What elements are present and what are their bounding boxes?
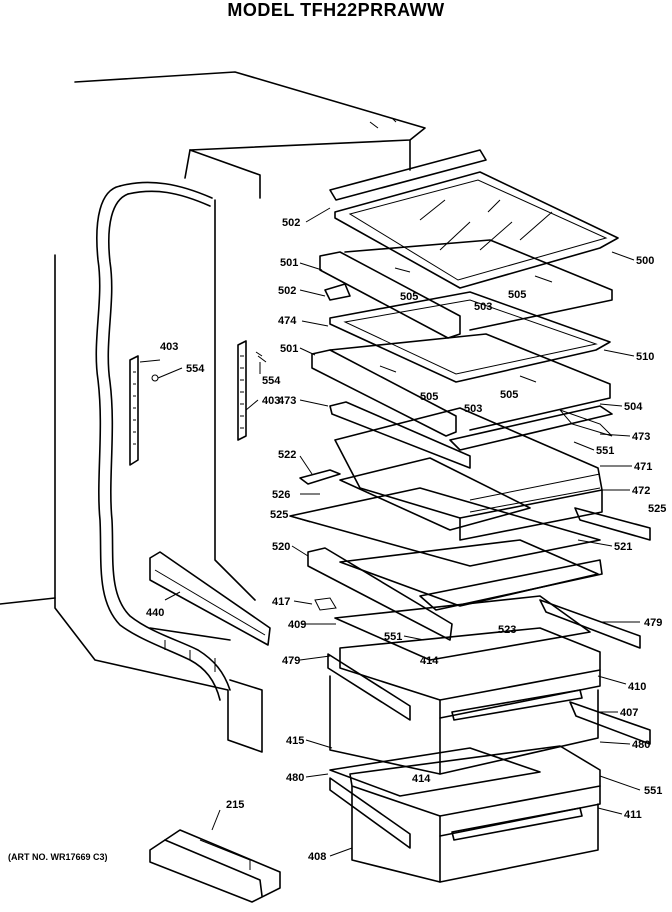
callout-504: 504 [624, 401, 643, 413]
callout-505: 505 [420, 391, 438, 403]
cabinet-liner [0, 71, 426, 753]
callout-503: 503 [464, 403, 482, 415]
callout-503: 503 [474, 301, 492, 313]
shelf-ladder-left [129, 355, 159, 466]
callout-472: 472 [632, 485, 650, 497]
callout-411: 411 [624, 809, 642, 821]
callout-215: 215 [226, 799, 244, 811]
callout-labels: 502 500 501 505 503 505 502 474 510 501 … [146, 217, 666, 863]
callout-554: 554 [262, 375, 281, 387]
callout-505: 505 [500, 389, 518, 401]
leader-lines [139, 207, 641, 857]
callout-502: 502 [278, 285, 296, 297]
shelf-frame-lower [311, 333, 613, 469]
callout-501: 501 [280, 343, 298, 355]
art-number: (ART NO. WR17669 C3) [8, 852, 108, 862]
callout-502: 502 [282, 217, 300, 229]
callout-501: 501 [280, 257, 298, 269]
callout-505: 505 [400, 291, 418, 303]
callout-440: 440 [146, 607, 164, 619]
callout-471: 471 [634, 461, 652, 473]
callout-525: 525 [648, 503, 666, 515]
bin-215 [149, 829, 281, 903]
callout-403: 403 [160, 341, 178, 353]
shelf-frame-upper [319, 239, 613, 383]
callout-510: 510 [636, 351, 654, 363]
shelf-ladder-right [237, 340, 267, 441]
callout-403: 403 [262, 395, 280, 407]
callout-551: 551 [596, 445, 614, 457]
callout-526: 526 [272, 489, 290, 501]
callout-415: 415 [286, 735, 304, 747]
shelf-500 [329, 149, 619, 289]
callout-500: 500 [636, 255, 654, 267]
callout-410: 410 [628, 681, 646, 693]
callout-479: 479 [282, 655, 300, 667]
callout-520: 520 [272, 541, 290, 553]
callout-480: 480 [286, 772, 304, 784]
callout-417: 417 [272, 596, 290, 608]
callout-523: 523 [498, 624, 516, 636]
callout-409: 409 [288, 619, 306, 631]
callout-479: 479 [644, 617, 662, 629]
bottom-trim-440 [149, 551, 271, 646]
callout-414: 414 [420, 655, 439, 667]
callout-473: 473 [278, 395, 296, 407]
callout-551: 551 [384, 631, 402, 643]
callout-474: 474 [278, 315, 297, 327]
callout-521: 521 [614, 541, 632, 553]
page-title: MODEL TFH22PRRAWW [227, 0, 445, 20]
breaker-strip [95, 181, 231, 701]
drawer-407 [327, 627, 651, 775]
callout-408: 408 [308, 851, 326, 863]
callout-407: 407 [620, 707, 638, 719]
callout-480: 480 [632, 739, 650, 751]
callout-551: 551 [644, 785, 662, 797]
drawer-408 [329, 745, 601, 883]
callout-505: 505 [508, 289, 526, 301]
callout-525: 525 [270, 509, 288, 521]
callout-522: 522 [278, 449, 296, 461]
pan-frame-520 [307, 539, 641, 661]
callout-554: 554 [186, 363, 205, 375]
callout-473: 473 [632, 431, 650, 443]
callout-414: 414 [412, 773, 431, 785]
